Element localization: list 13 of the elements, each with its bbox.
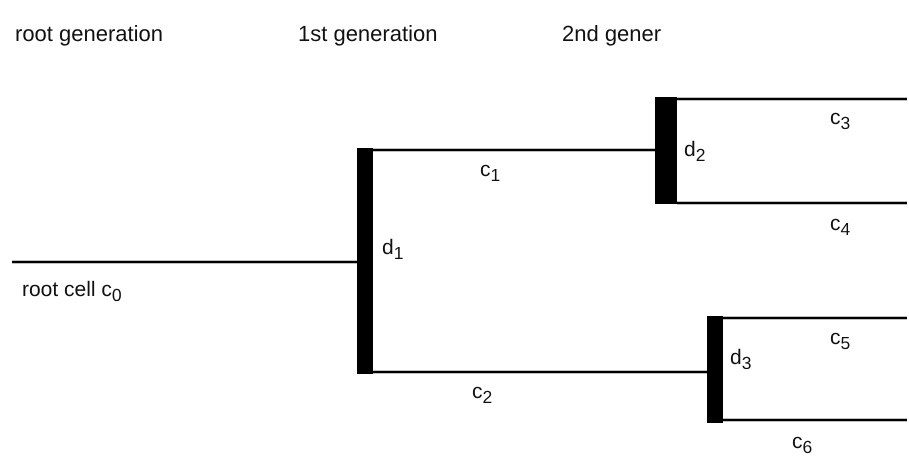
generation-heading: root generation [15, 22, 163, 46]
branch-line [373, 370, 707, 374]
branch-line [12, 260, 357, 264]
branch-line [677, 98, 907, 100]
branch-line [373, 148, 655, 152]
branch-line [677, 202, 907, 204]
branch-line [723, 418, 907, 422]
generation-heading: 1st generation [298, 22, 438, 46]
generation-heading: 2nd gener [562, 22, 662, 46]
division-bar [655, 97, 677, 204]
division-bar [357, 148, 373, 374]
branch-line [723, 316, 907, 320]
division-bar [707, 316, 723, 423]
